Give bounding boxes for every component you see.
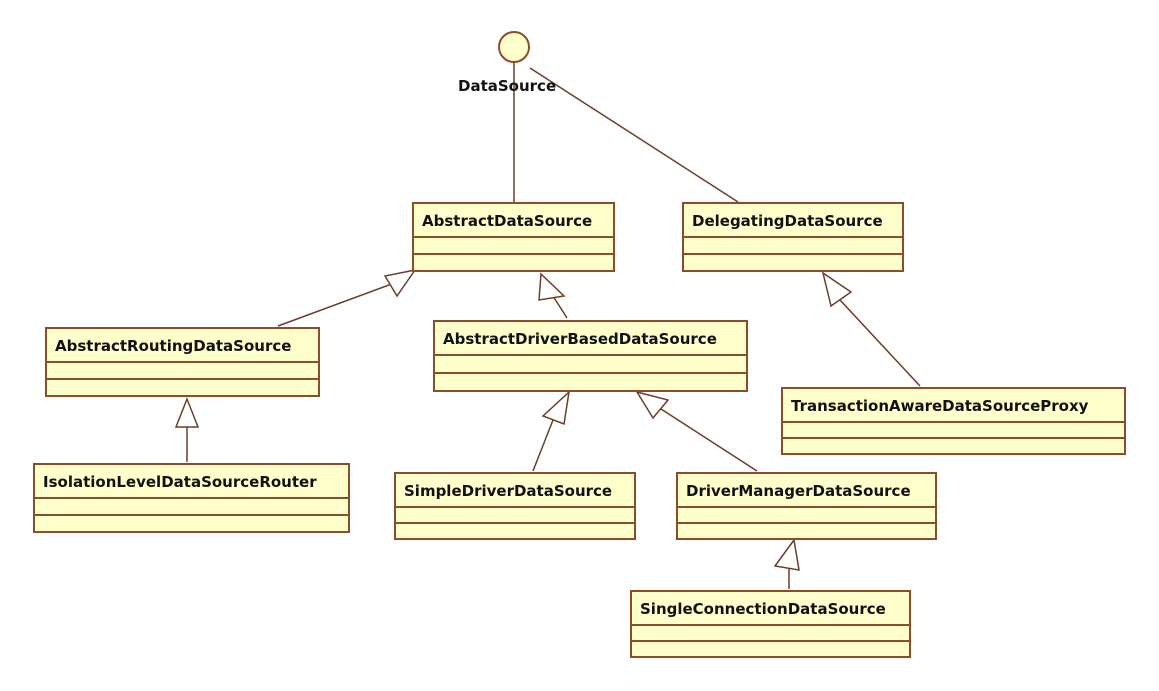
class-delegatingdatasource[interactable]: DelegatingDataSource	[682, 202, 904, 272]
class-abstractdriverbaseddatasource[interactable]: AbstractDriverBasedDataSource	[433, 320, 748, 392]
generalization-arrow-isolation	[174, 396, 200, 428]
class-name: TransactionAwareDataSourceProxy	[783, 389, 1124, 423]
class-name: SimpleDriverDataSource	[396, 474, 634, 508]
class-name: SingleConnectionDataSource	[632, 592, 909, 626]
generalization-arrow-driverbased	[538, 272, 566, 301]
link-simpledriver-driverbased	[532, 419, 554, 472]
class-singleconnectiondatasource[interactable]: SingleConnectionDataSource	[630, 590, 911, 658]
generalization-arrow-routing	[383, 268, 417, 298]
class-abstractdatasource[interactable]: AbstractDataSource	[412, 202, 615, 272]
class-abstractroutingdatasource[interactable]: AbstractRoutingDataSource	[45, 327, 320, 397]
attributes-compartment	[396, 508, 634, 524]
class-name: DelegatingDataSource	[684, 204, 902, 238]
generalization-arrow-drivermanager	[635, 390, 670, 420]
attributes-compartment	[684, 238, 902, 255]
datasource-interface-icon	[498, 31, 530, 63]
generalization-arrow-simpledriver	[541, 389, 571, 426]
class-name: IsolationLevelDataSourceRouter	[35, 465, 348, 499]
operations-compartment	[396, 524, 634, 538]
attributes-compartment	[47, 363, 318, 380]
operations-compartment	[414, 255, 613, 270]
link-transactionaware-delegating	[839, 299, 921, 387]
operations-compartment	[678, 524, 935, 538]
class-name: DriverManagerDataSource	[678, 474, 935, 508]
class-name: AbstractDriverBasedDataSource	[435, 322, 746, 356]
class-name: AbstractDataSource	[414, 204, 613, 238]
attributes-compartment	[35, 499, 348, 516]
operations-compartment	[632, 642, 909, 656]
generalization-arrow-transactionaware	[821, 271, 853, 308]
operations-compartment	[435, 374, 746, 390]
class-name: AbstractRoutingDataSource	[47, 329, 318, 363]
link-datasource-delegatingdatasource	[529, 67, 739, 203]
datasource-interface-label: DataSource	[458, 77, 557, 95]
attributes-compartment	[783, 423, 1124, 439]
operations-compartment	[47, 380, 318, 395]
generalization-arrow-singleconnection	[773, 538, 800, 571]
class-drivermanagerdatasource[interactable]: DriverManagerDataSource	[676, 472, 937, 540]
class-isolationleveldatasourcerouter[interactable]: IsolationLevelDataSourceRouter	[33, 463, 350, 533]
link-routing-abstract	[277, 281, 398, 327]
attributes-compartment	[414, 238, 613, 255]
attributes-compartment	[678, 508, 935, 524]
link-driverbased-abstract	[552, 295, 568, 319]
operations-compartment	[684, 255, 902, 270]
operations-compartment	[783, 439, 1124, 453]
class-transactionawaredatasourceproxy[interactable]: TransactionAwareDataSourceProxy	[781, 387, 1126, 455]
attributes-compartment	[435, 356, 746, 374]
class-simpledriverdatasource[interactable]: SimpleDriverDataSource	[394, 472, 636, 540]
operations-compartment	[35, 516, 348, 531]
link-drivermanager-driverbased	[660, 408, 758, 472]
attributes-compartment	[632, 626, 909, 642]
